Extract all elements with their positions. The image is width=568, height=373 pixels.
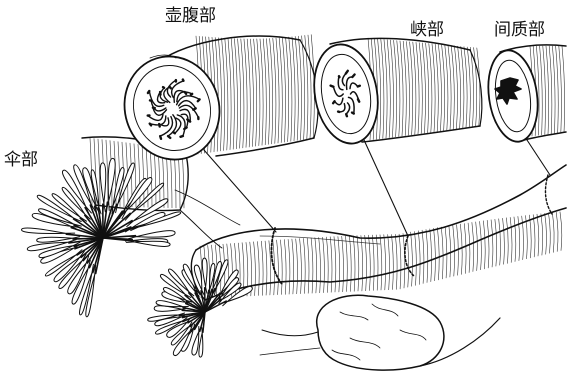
ovary <box>260 295 500 370</box>
label-ampulla: 壶腹部 <box>165 8 216 25</box>
lower-fimbriae <box>148 258 253 357</box>
isthmus-cross-section <box>307 38 482 149</box>
interstitial-cross-section <box>483 45 566 145</box>
leader-lines <box>204 140 550 236</box>
label-interstitial: 间质部 <box>494 22 545 39</box>
label-isthmus: 峡部 <box>410 22 444 39</box>
label-infundibulum: 伞部 <box>4 152 38 169</box>
infundibulum-fimbriae <box>21 137 240 317</box>
main-tube <box>191 165 566 300</box>
